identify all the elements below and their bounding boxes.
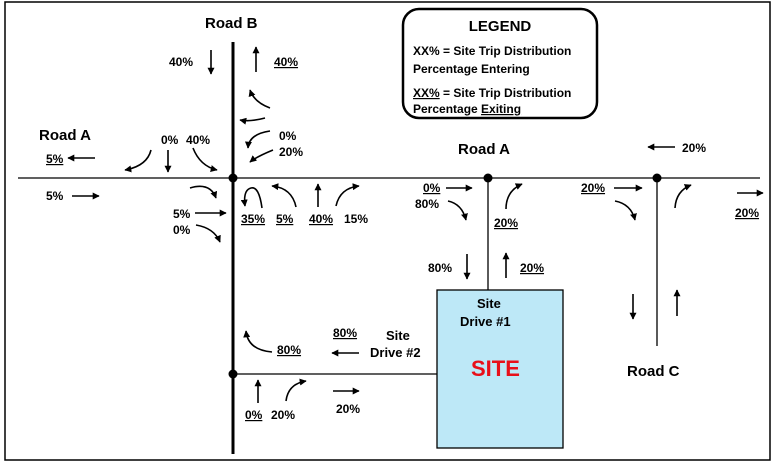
pct-ra-west-in: 5% [46,189,64,203]
legend-exiting-line-2: Percentage Exiting [413,102,521,116]
legend-entering-line-2: Percentage Entering [413,62,530,76]
pct-ra-eb-right: 0% [173,223,191,237]
road-c-label: Road C [627,363,680,380]
road-b-label: Road B [205,15,258,32]
arrow-rb-left-top [239,117,266,125]
arrow-rb-sb-right [124,149,152,173]
arrow-rb-nb-curve-2 [249,149,274,163]
pct-d1-wb: 0% [423,181,441,195]
pct-ra-west-out: 5% [46,152,64,166]
pct-d1-20-nb: 20% [520,261,544,275]
legend-exiting-word: Exiting [481,102,521,116]
arrow-rb-out-right [335,183,360,207]
pct-rb-sb-thru: 40% [186,133,210,147]
legend-title: LEGEND [469,18,532,35]
diagram-frame [4,1,771,461]
legend-exiting-line-1: XX% = Site Trip Distribution [413,86,571,100]
arrow-rb-uturn-top [248,89,271,109]
pct-d2-80-left: 80% [277,343,301,357]
pct-d1-80-sb: 80% [428,261,452,275]
legend-exiting-line-1-rest: = Site Trip Distribution [440,86,572,100]
pct-d2-0: 0% [245,408,263,422]
pct-rb-out-35: 35% [241,212,265,226]
intersection-node-drive-1 [483,173,493,183]
intersection-node-road-b [228,173,238,183]
legend-exiting-line-2-prefix: Percentage [413,102,481,116]
pct-rb-out-40: 40% [309,212,333,226]
arrow-rb-out-left [271,183,297,208]
pct-rb-nb-0: 0% [279,129,297,143]
legend-exiting-key: XX% [413,86,440,100]
pct-rb-sb-right: 0% [161,133,179,147]
site-drive-1-label-line-1: Site [477,296,501,311]
pct-d2-80-top: 80% [333,326,357,340]
pct-ra-eb-thru: 5% [173,207,191,221]
road-a-label-west: Road A [39,127,91,144]
pct-rc-eb-out: 20% [581,181,605,195]
arrow-rc-out-right [674,184,692,209]
site-name: SITE [471,356,520,381]
legend-box [401,7,599,120]
site-drive-1-label-line-2: Drive #1 [460,314,511,329]
pct-rc-east-out: 20% [735,206,759,220]
road-a-label-east: Road A [458,141,510,158]
pct-d1-20-right: 20% [494,216,518,230]
pct-rb-nb-20: 20% [279,145,303,159]
arrow-rb-out-uturn [240,187,263,209]
pct-d1-80: 80% [415,197,439,211]
site-drive-2-label-line-1: Site [386,328,410,343]
pct-d2-20-right: 20% [336,402,360,416]
arrow-ra-eb-right [195,224,221,243]
pct-rb-north-out: 40% [274,55,298,69]
pct-rb-north-in: 40% [169,55,193,69]
arrow-d2-nb-right [285,378,307,402]
arrow-d1-out-right [505,183,523,210]
arrow-ra-eb-left [189,185,218,199]
pct-rb-out-5: 5% [276,212,294,226]
pct-rc-wb-in: 20% [682,141,706,155]
arrow-rb-nb-curve-1 [244,130,271,149]
legend-entering-line-1: XX% = Site Trip Distribution [413,44,571,58]
pct-rb-15: 15% [344,212,368,226]
arrow-d1-eb-right [447,200,468,221]
pct-d2-20: 20% [271,408,295,422]
site-box [436,289,564,449]
arrow-d2-wb-right [243,330,273,353]
intersection-node-drive-2 [228,369,238,379]
arrow-rb-sb-left [192,147,218,172]
site-drive-2-label-line-2: Drive #2 [370,345,421,360]
arrow-rc-eb-right [614,200,637,221]
intersection-node-road-c [652,173,662,183]
